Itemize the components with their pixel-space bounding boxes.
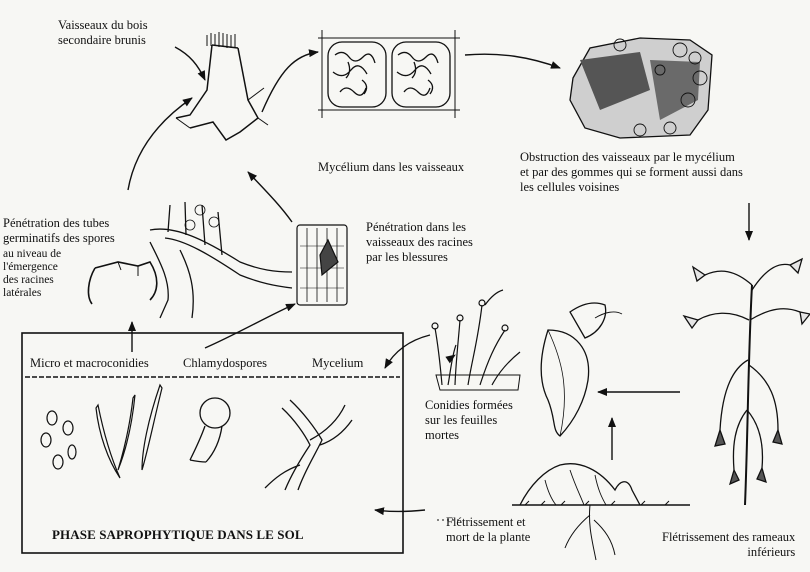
mycelium-vessels-illustration (318, 30, 460, 118)
arrow-conidia-to-soil (385, 335, 430, 368)
arrow-soil-to-wounds (205, 304, 295, 348)
label-conidies-feuilles: Conidies formées sur les feuilles mortes (425, 398, 513, 443)
label-penetration-tubes-detail: au niveau de l'émergence des racines lat… (3, 248, 61, 300)
label-mycelium-vaisseaux: Mycélium dans les vaisseaux (318, 160, 464, 175)
label-penetration-racines: Pénétration dans les vaisseaux des racin… (366, 220, 473, 265)
arrow-death-to-soil (375, 510, 425, 512)
label-penetration-tubes: Pénétration des tubes germinatifs des sp… (3, 216, 115, 246)
vessel-illustration (176, 32, 268, 140)
arrow-to-mycelium-vessels (262, 52, 318, 112)
label-chlamydospores: Chlamydospores (183, 356, 267, 371)
germination-illustration (88, 202, 292, 318)
label-phase-saprophytique: PHASE SAPROPHYTIQUE DANS LE SOL (52, 527, 304, 542)
obstruction-illustration (570, 38, 712, 138)
label-vaisseaux-brunis: Vaisseaux du bois secondaire brunis (58, 18, 148, 48)
label-fletrissement-rameaux: Flétrissement des rameaux inférieurs (662, 530, 795, 560)
arrow-leaves-to-conidia (455, 327, 535, 355)
label-obstruction: Obstruction des vaisseaux par le mycéliu… (520, 150, 743, 195)
dead-leaves-illustration (541, 303, 622, 436)
arrow-to-obstruction (465, 54, 560, 68)
label-fletrissement-mort: Flétrissement et mort de la plante (446, 515, 530, 545)
label-micro-macroconidies: Micro et macroconidies (30, 356, 149, 371)
root-wound-illustration (297, 225, 347, 305)
arrow-wounds-to-vessels (248, 172, 292, 222)
conidia-illustration (432, 290, 520, 390)
arrow-label-to-vessel (175, 47, 205, 80)
wilting-plant-illustration (684, 259, 810, 505)
label-mycelium-sol: Mycelium (312, 356, 363, 371)
arrow-spores-to-vessels (128, 98, 192, 190)
